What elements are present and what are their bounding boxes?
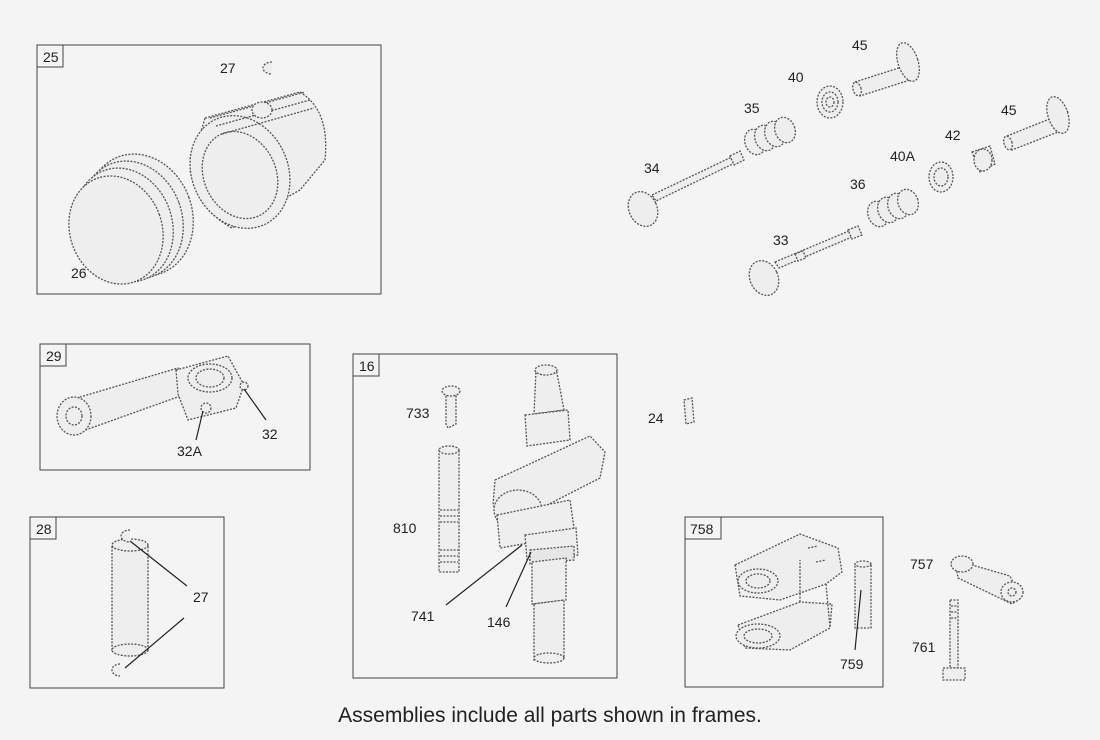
callout-36: 36	[850, 176, 866, 192]
valve-spring-upper-part	[743, 116, 797, 156]
frame-piston-number: 25	[43, 49, 59, 65]
valve-train: 45 40 35 34 45	[627, 37, 1070, 297]
callout-27-pin: 27	[193, 589, 209, 605]
connecting-rod-part	[56, 355, 249, 436]
piston-rings-part	[68, 153, 194, 285]
exhaust-valve-part	[627, 150, 745, 228]
tappet-upper-part	[851, 42, 920, 97]
frame-crankshaft: 16 733 810 741	[352, 353, 618, 679]
frame-piston-pin: 28 27	[29, 516, 225, 689]
pin-retainer-top-part	[120, 529, 131, 543]
piston-part	[189, 91, 327, 229]
rocker-arm-part	[950, 555, 1024, 605]
valve-keeper-part	[971, 145, 996, 173]
callout-146: 146	[487, 614, 511, 630]
spring-retainer-part	[816, 85, 844, 119]
frame-piston: 25 27 26	[36, 44, 382, 295]
piston-pin-part	[111, 538, 149, 657]
callout-741: 741	[411, 608, 435, 624]
key-part	[683, 397, 695, 425]
callout-45-right: 45	[1001, 102, 1017, 118]
callout-24: 24	[648, 410, 664, 426]
callout-42: 42	[945, 127, 961, 143]
intake-valve-part	[748, 225, 863, 297]
pin-retainer-bottom-part	[111, 663, 121, 677]
frame-connecting-rod-number: 29	[46, 348, 62, 364]
rocker-support-part	[734, 533, 843, 651]
stud-part	[438, 445, 460, 573]
callout-761: 761	[912, 639, 936, 655]
callout-40a: 40A	[890, 148, 916, 164]
callout-27-top: 27	[220, 60, 236, 76]
spring-retainer-a-part	[928, 161, 954, 193]
callout-757: 757	[910, 556, 934, 572]
frame-rocker-number: 758	[690, 521, 714, 537]
frame-connecting-rod: 29 32A 32	[39, 343, 311, 471]
callout-34: 34	[644, 160, 660, 176]
valve-spring-lower-part	[866, 188, 920, 228]
bolt-part	[441, 385, 461, 429]
tappet-lower-part	[1002, 96, 1070, 151]
frame-crankshaft-number: 16	[359, 358, 375, 374]
callout-35: 35	[744, 100, 760, 116]
pushrod-part	[854, 560, 872, 629]
callout-733: 733	[406, 405, 430, 421]
rocker-stud-part	[942, 599, 966, 681]
callout-759: 759	[840, 656, 864, 672]
crankshaft-part	[492, 364, 606, 664]
callout-32: 32	[262, 426, 278, 442]
callout-45-top: 45	[852, 37, 868, 53]
frame-piston-pin-number: 28	[36, 521, 52, 537]
retaining-ring-part	[262, 61, 273, 75]
footer-note: Assemblies include all parts shown in fr…	[338, 704, 762, 727]
callout-810: 810	[393, 520, 417, 536]
callout-26: 26	[71, 265, 87, 281]
callout-32a: 32A	[177, 443, 203, 459]
frame-rocker: 758 759	[684, 516, 884, 688]
callout-40: 40	[788, 69, 804, 85]
callout-33: 33	[773, 232, 789, 248]
